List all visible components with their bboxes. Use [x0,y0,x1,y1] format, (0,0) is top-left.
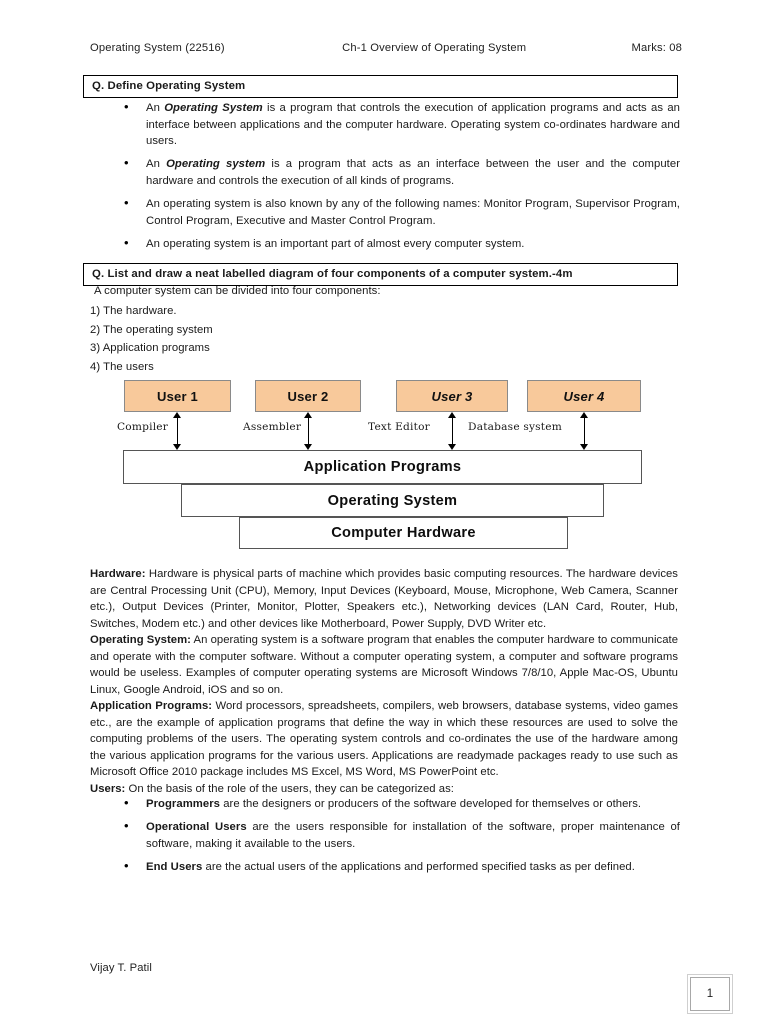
list-item: An Operating system is a program that ac… [118,155,681,189]
bullet-text: are the designers or producers of the so… [220,798,642,810]
diagram-user-box-4: User 4 [527,380,641,412]
diagram-arrow-label-text-editor: Text Editor [368,421,430,433]
bullet-text: is a program that acts as an interface b… [146,158,681,187]
arrow-line-3 [451,417,454,445]
header-marks: Marks: 08 [631,42,682,54]
bullet-prefix: An [146,102,165,114]
diagram-arrow-label-database-system: Database system [468,421,562,433]
arrow-up-head-2 [304,412,312,418]
paragraph-text: Hardware is physical parts of machine wh… [90,568,678,630]
bullet-emphasis: End Users [146,860,203,873]
bullet-text: is a program that controls the execution… [146,102,680,148]
arrow-down-head-4 [580,444,588,450]
question-2-intro: A computer system can be divided into fo… [94,285,381,297]
document-header: Operating System (22516) Ch-1 Overview o… [90,42,682,54]
list-item: Programmers are the designers or produce… [118,795,680,813]
computer-system-components-diagram: User 1 User 2 User 3 User 4 Compiler Ass… [0,380,768,550]
paragraph-lead: Operating System: [90,634,191,646]
list-item: End Users are the actual users of the ap… [118,858,680,876]
bullet-emphasis: Operational Users [146,821,247,834]
paragraph-hardware: Hardware: Hardware is physical parts of … [90,566,678,632]
bullet-text: An operating system is an important part… [146,237,525,250]
footer-author: Vijay T. Patil [90,962,152,974]
list-item: 3) Application programs [90,342,210,354]
arrow-down-head-2 [304,444,312,450]
arrow-down-head-1 [173,444,181,450]
paragraph-users: Users: On the basis of the role of the u… [90,781,678,798]
question-2-title-box: Q. List and draw a neat labelled diagram… [83,263,678,286]
bullet-prefix: An [146,158,167,171]
bullet-text: are the users responsible for installati… [146,821,680,850]
page-number-badge: 1 [690,977,730,1011]
paragraph-lead: Hardware: [90,568,146,580]
body-description: Hardware: Hardware is physical parts of … [90,566,678,797]
arrow-line-4 [583,417,586,445]
header-subject: Operating System (22516) [90,42,225,54]
list-item: 1) The hardware. [90,305,177,317]
diagram-user-box-3: User 3 [396,380,508,412]
arrow-up-head-4 [580,412,588,418]
paragraph-lead: Application Programs: [90,700,213,712]
arrow-down-head-3 [448,444,456,450]
paragraph-lead: Users: [90,782,126,795]
bullet-emphasis: Operating system [166,158,266,171]
paragraph-application-programs: Application Programs: Word processors, s… [90,698,678,781]
bullet-text: are the actual users of the applications… [202,860,635,873]
question-1-title-box: Q. Define Operating System [83,75,678,98]
diagram-user-box-2: User 2 [255,380,361,412]
diagram-user-box-1: User 1 [124,380,231,412]
bullet-text: An operating system is also known by any… [146,197,680,227]
arrow-up-head-3 [448,412,456,418]
diagram-layer-application-programs: Application Programs [123,450,642,484]
paragraph-operating-system: Operating System: An operating system is… [90,632,678,698]
diagram-layer-computer-hardware: Computer Hardware [239,517,568,549]
list-item: An operating system is an important part… [118,235,680,253]
list-item: An operating system is also known by any… [118,195,680,229]
paragraph-text: An operating system is a software progra… [90,634,679,696]
list-item: An Operating System is a program that co… [118,99,680,150]
arrow-line-1 [176,417,179,445]
bullet-emphasis: Programmers [146,798,221,810]
header-chapter: Ch-1 Overview of Operating System [342,42,527,54]
list-item: 2) The operating system [90,323,213,336]
user-category-bullet-list: Programmers are the designers or produce… [118,795,680,882]
question-1-bullet-list: An Operating System is a program that co… [118,99,681,259]
diagram-arrow-label-assembler: Assembler [243,421,302,433]
list-item: 4) The users [90,360,154,373]
arrow-up-head-1 [173,412,181,418]
diagram-layer-operating-system: Operating System [181,484,604,517]
question-2-numbered-list: 1) The hardware. 2) The operating system… [90,302,213,376]
diagram-arrow-label-compiler: Compiler [117,421,169,433]
paragraph-text: Word processors, spreadsheets, compilers… [90,700,678,778]
arrow-line-2 [307,417,310,445]
paragraph-text: On the basis of the role of the users, t… [125,782,454,795]
bullet-emphasis: Operating System [164,102,263,114]
list-item: Operational Users are the users responsi… [118,818,680,852]
